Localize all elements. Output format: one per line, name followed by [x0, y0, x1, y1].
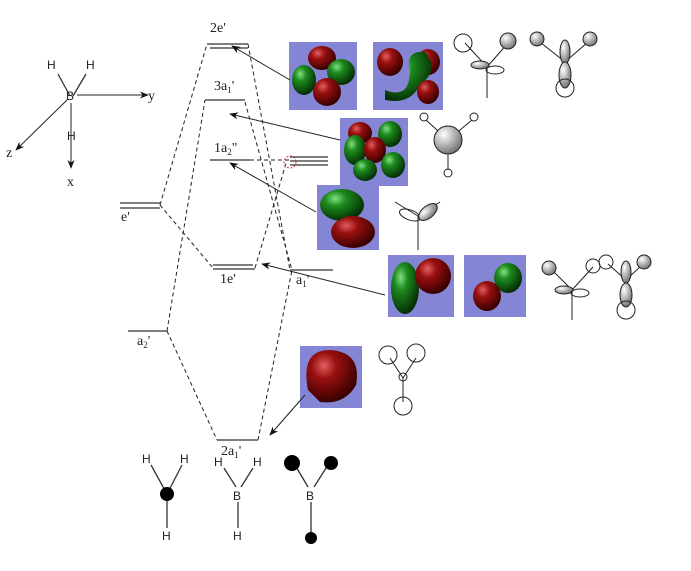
atom-h: H [253, 455, 262, 469]
sketch-1e-a [541, 258, 601, 320]
sketch-1e-b [598, 254, 652, 320]
correlation-lines [159, 43, 297, 441]
level-labels: 2e' 3a1' 1a2" e' 1e' a1' a2' 2a1' [121, 21, 309, 460]
orbital-2e-b [373, 42, 443, 110]
label-a2-fragment: a2' [137, 334, 150, 350]
sketch-2e-b [529, 31, 598, 98]
axis-molecule: H H B H y z x [6, 58, 155, 190]
axis-y-label: y [148, 89, 155, 104]
atom-h: H [233, 529, 242, 543]
orbital-1e-a [388, 255, 454, 317]
axis-z-label: z [6, 146, 12, 161]
label-1a2pp: 1a2" [214, 141, 237, 157]
sketch-3a1 [419, 112, 479, 178]
atom-h: H [67, 129, 76, 143]
label-a1-fragment: a1' [296, 273, 309, 289]
axis-x-label: x [67, 175, 74, 190]
label-2e: 2e' [210, 21, 226, 36]
label-e-fragment: e' [121, 210, 130, 225]
atom-h: H [214, 455, 223, 469]
h3-fragment: H H H [142, 452, 189, 543]
atom-h: H [142, 452, 151, 466]
b-fragment: B [284, 455, 338, 544]
orbital-1a2pp [317, 185, 379, 250]
sketch-2e-a [453, 32, 517, 98]
orbital-1e-b [464, 255, 526, 317]
orbital-2a1 [300, 346, 362, 408]
orbital-3a1 [340, 118, 408, 186]
orbital-2e-a [289, 42, 357, 110]
atom-h: H [47, 58, 56, 72]
label-2a1: 2a1' [221, 444, 241, 460]
label-3a1: 3a1' [214, 79, 234, 95]
atom-h: H [162, 529, 171, 543]
atom-b: B [66, 89, 74, 103]
label-1e: 1e' [220, 272, 236, 287]
atom-b: B [233, 489, 241, 503]
energy-levels [120, 43, 333, 441]
orbital-arrows [229, 45, 386, 436]
bh3-molecule: H H B H [214, 455, 262, 543]
atom-h: H [180, 452, 189, 466]
sketch-1a2pp [394, 201, 441, 250]
atom-b: B [306, 489, 314, 503]
atom-h: H [86, 58, 95, 72]
sketch-2a1 [378, 343, 426, 416]
